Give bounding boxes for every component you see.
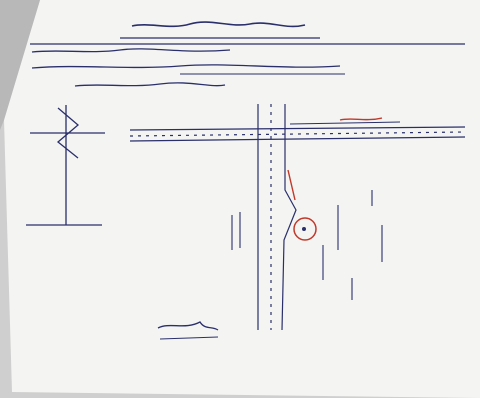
- right-road-underline: [289, 121, 401, 125]
- site-location-marker: [293, 217, 317, 241]
- signature-scribble: [157, 321, 219, 331]
- site-location-dot: [302, 227, 306, 231]
- signature-underline: [159, 336, 219, 340]
- header-line-2: [31, 64, 341, 69]
- side-scribbles: [231, 190, 383, 300]
- vertical-road: [257, 104, 297, 331]
- header-line-3: [74, 82, 226, 87]
- red-ink-tick: [287, 169, 296, 201]
- paper-sheet: [4, 0, 480, 398]
- title-scribble: [131, 21, 306, 28]
- red-ink-annotation: [339, 117, 383, 121]
- folded-corner-shadow: [0, 0, 40, 130]
- horizontal-road: [129, 126, 466, 142]
- header-line-1: [31, 48, 231, 53]
- compass-rose: [26, 105, 105, 226]
